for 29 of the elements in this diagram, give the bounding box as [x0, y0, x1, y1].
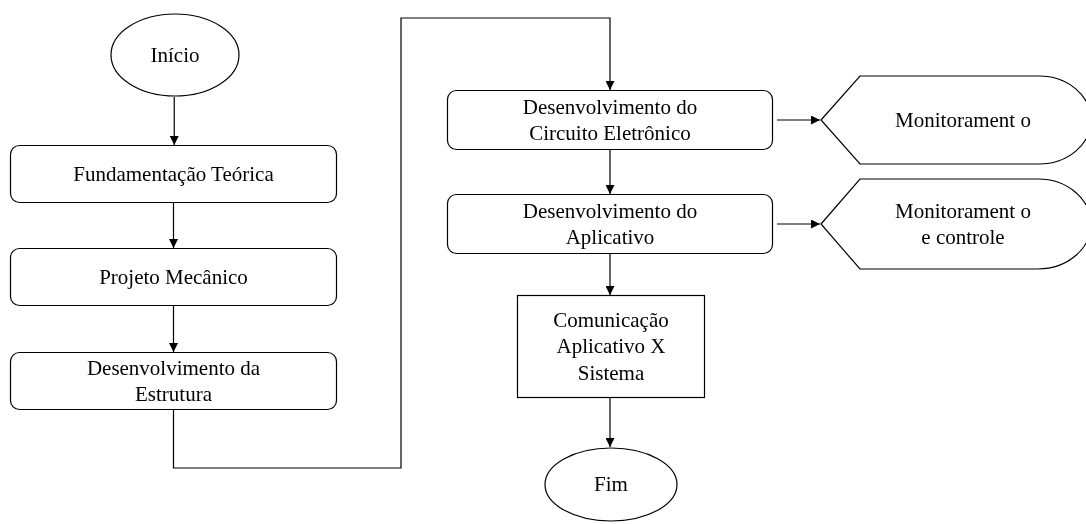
display-shape — [820, 178, 1084, 270]
arrow — [169, 305, 178, 353]
terminal-ellipse — [544, 447, 678, 522]
node-label: Fundamentação Teórica — [73, 160, 274, 188]
node-label: Desenvolvimento do Circuito Eletrônico — [521, 93, 699, 147]
process-box — [447, 90, 773, 150]
node-label: Monitorament o e controle — [894, 197, 1032, 251]
arrow — [605, 397, 615, 448]
arrow — [169, 96, 179, 146]
node-label: Fim — [594, 471, 628, 498]
node-label: Comunicação Aplicativo X Sistema — [552, 307, 670, 386]
arrow — [169, 202, 178, 249]
process-box — [447, 194, 773, 254]
process-box — [10, 145, 337, 203]
display-shape — [820, 75, 1084, 165]
arrow — [776, 115, 821, 125]
arrow — [172, 17, 615, 469]
node-label: Desenvolvimento do Aplicativo — [521, 197, 699, 251]
process-box — [517, 295, 705, 398]
node-label: Início — [150, 41, 200, 69]
node-label: Monitorament o — [895, 106, 1031, 134]
arrow — [776, 219, 821, 229]
process-box — [10, 352, 337, 410]
arrow — [605, 149, 615, 195]
terminal-ellipse — [110, 13, 240, 97]
process-box — [10, 248, 337, 306]
arrow — [605, 253, 615, 296]
node-label: Desenvolvimento da Estrutura — [85, 354, 262, 408]
node-label: Projeto Mecânico — [99, 263, 248, 291]
